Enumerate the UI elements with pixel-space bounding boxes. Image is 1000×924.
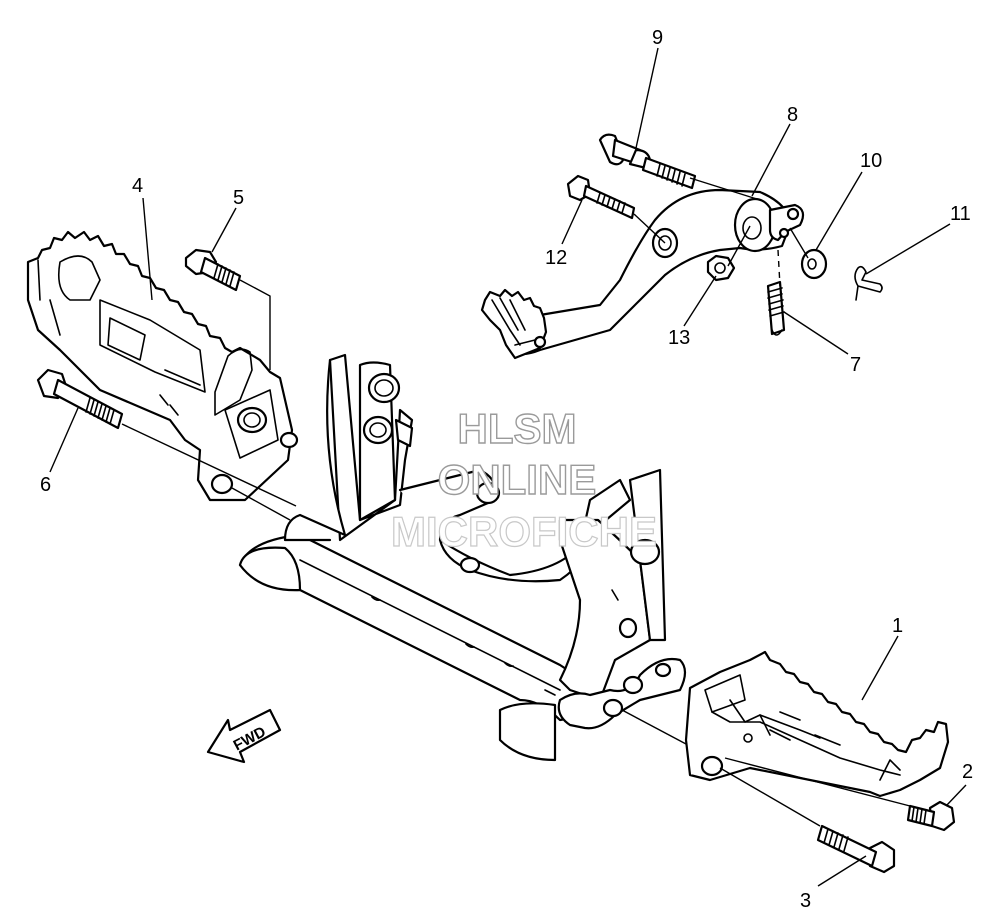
callout-12: 12 [545, 247, 567, 269]
leader-lines [49, 47, 967, 887]
callout-13: 13 [668, 327, 690, 349]
watermark-line-1: HLSM [458, 405, 577, 452]
spring-part-7 [766, 249, 786, 336]
bolt-part-5 [184, 248, 242, 292]
callout-11: 11 [950, 203, 971, 225]
callout-9: 9 [652, 27, 663, 49]
assembly-lines [121, 177, 911, 827]
callout-10: 10 [860, 150, 882, 172]
callout-7: 7 [850, 354, 861, 376]
callout-labels: 1 2 3 4 5 6 7 8 9 10 11 12 13 [40, 27, 973, 912]
callout-2: 2 [962, 761, 973, 783]
callout-3: 3 [800, 890, 811, 912]
callout-8: 8 [787, 104, 798, 126]
callout-5: 5 [233, 187, 244, 209]
watermark-line-3: MICROFICHE [391, 508, 657, 555]
adjuster-bolt-part-12 [566, 174, 636, 220]
nut-part-13 [706, 254, 736, 282]
fwd-arrow-icon: FWD [206, 708, 282, 764]
pivot-bolt-part-9 [598, 133, 697, 190]
frame [238, 353, 687, 762]
bolt-part-6 [36, 368, 124, 430]
callout-1: 1 [892, 615, 903, 637]
callout-6: 6 [40, 474, 51, 496]
cotter-pin-part-11 [854, 265, 883, 301]
callout-4: 4 [132, 175, 143, 197]
left-footrest [26, 230, 299, 502]
watermark-line-2: ONLINE [438, 456, 597, 503]
bolt-part-3 [816, 824, 896, 874]
watermark: HLSM ONLINE MICROFICHE [390, 404, 657, 555]
bolt-part-2 [906, 800, 956, 832]
brake-pedal [480, 188, 805, 360]
right-footrest [684, 650, 950, 798]
